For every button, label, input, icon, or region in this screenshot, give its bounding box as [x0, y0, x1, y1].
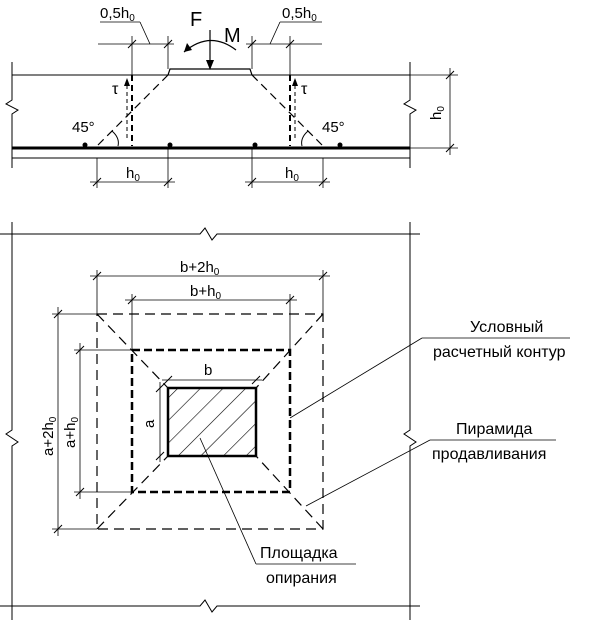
angle-label-right: 45°	[322, 119, 345, 136]
offset-label-left: 0,5h0	[100, 5, 135, 24]
tick	[163, 375, 173, 385]
leader	[139, 21, 151, 45]
force-label: F	[190, 9, 202, 31]
bottom-dim-label-right: h0	[285, 165, 299, 184]
dim-label-column-width: b	[204, 362, 212, 379]
tick	[247, 39, 257, 49]
rebar-dot	[167, 142, 173, 148]
rebar-dot	[252, 142, 258, 148]
pyramid-side-right	[251, 74, 324, 147]
tick	[163, 177, 173, 187]
pyramid-edge	[255, 455, 324, 530]
column-support-area	[166, 386, 258, 458]
tick	[445, 143, 455, 153]
tau-label-right: τ	[301, 81, 308, 98]
break-mark-right	[403, 62, 417, 168]
callout-contour-line1: Условный	[470, 319, 543, 336]
dim-label-inner-width: b+h0	[190, 283, 221, 302]
pyramid-edge	[96, 313, 169, 389]
tick	[75, 487, 85, 497]
tau-arrowhead-right	[292, 78, 298, 86]
slab-right-boundary	[403, 222, 417, 620]
tick	[285, 295, 295, 305]
tick	[92, 177, 102, 187]
pyramid-base-outline	[96, 313, 324, 530]
pyramid-edge	[255, 313, 324, 389]
critical-contour	[130, 348, 292, 494]
tick	[53, 309, 63, 319]
pyramid-edge	[96, 455, 169, 530]
offset-label-right: 0,5h0	[282, 5, 317, 24]
tick	[445, 70, 455, 80]
moment-arrowhead	[184, 43, 192, 52]
tick	[285, 39, 295, 49]
tau-label-left: τ	[112, 81, 119, 98]
pyramid-side-left	[96, 74, 169, 147]
dim-label-column-height: a	[141, 419, 158, 428]
elevation-view: F M 0,5h0 0,5h0 τ τ 45° 45° h0 h0 h0	[5, 5, 458, 188]
tick	[163, 39, 173, 49]
break-mark-left	[5, 62, 19, 168]
slab-depth-label: h0	[428, 106, 447, 120]
tick	[247, 177, 257, 187]
tick	[318, 271, 328, 281]
leader-support	[199, 437, 257, 565]
force-arrowhead	[206, 60, 214, 70]
angle-arc-right	[301, 130, 309, 147]
callout-support-line2: опирания	[266, 570, 337, 587]
dim-label-inner-height: a+h0	[62, 417, 81, 448]
leader-pyramid	[305, 439, 431, 507]
rebar-dot	[337, 142, 343, 148]
leader-contour	[289, 337, 423, 419]
tick	[127, 39, 137, 49]
tick	[318, 177, 328, 187]
callout-contour-line2: расчетный контур	[433, 344, 566, 361]
callout-pyramid-line2: продавливания	[432, 446, 546, 463]
tick	[75, 345, 85, 355]
dim-label-outer-width: b+2h0	[180, 259, 220, 278]
plan-view: b+2h0 b+h0 b a+2h0 a+h0 a Условный расче…	[0, 222, 570, 620]
rebar-dot	[82, 142, 88, 148]
bottom-dim-label-left: h0	[126, 165, 140, 184]
tick	[155, 451, 165, 461]
dim-label-outer-height: a+2h0	[40, 416, 59, 456]
callout-pyramid-line1: Пирамида	[456, 421, 533, 438]
moment-label: M	[224, 25, 241, 47]
leader	[269, 21, 281, 45]
slab-bottom-boundary	[0, 599, 420, 613]
tick	[155, 383, 165, 393]
tick	[127, 295, 137, 305]
tick	[92, 271, 102, 281]
tick	[251, 375, 261, 385]
tick	[53, 524, 63, 534]
angle-label-left: 45°	[72, 119, 95, 136]
slab-top-boundary	[0, 227, 420, 241]
callout-support-line1: Площадка	[260, 545, 338, 562]
angle-arc-left	[111, 130, 119, 147]
slab-left-boundary	[5, 222, 19, 620]
tau-arrowhead-left	[124, 78, 130, 86]
